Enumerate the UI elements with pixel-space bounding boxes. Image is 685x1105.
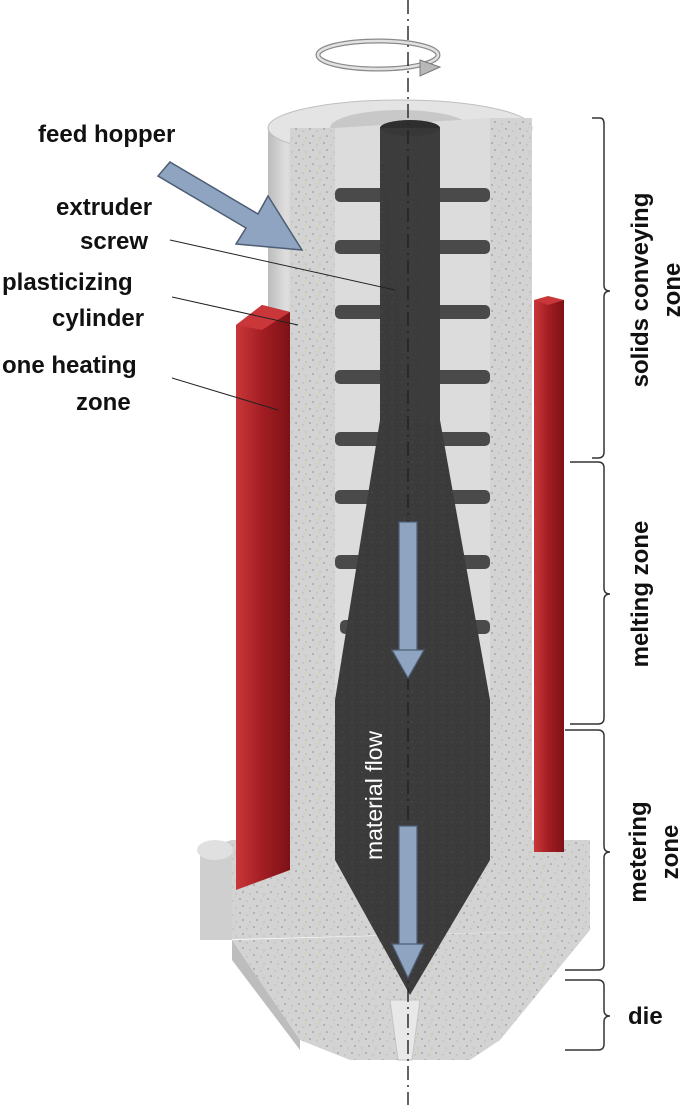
plasticizing-cylinder-label-line2: cylinder [52, 305, 144, 332]
zone-brackets [565, 117, 611, 1051]
die-label: die [628, 1003, 663, 1030]
bracket-metering [565, 729, 611, 971]
feed-hopper-label: feed hopper [38, 121, 175, 148]
bracket-solids-conveying [592, 117, 611, 459]
melting-zone-label: melting zone [627, 521, 654, 668]
extruder-screw-label-line1: extruder [56, 194, 152, 221]
rotation-arrow-icon [315, 38, 442, 77]
material-flow-label: material flow [361, 731, 387, 860]
bracket-die [565, 979, 611, 1051]
solids-conveying-zone-label-line1: solids conveying [627, 193, 654, 388]
heating-zone [236, 296, 564, 890]
metering-zone-label-line1: metering [625, 801, 652, 902]
solids-conveying-zone-label-line2: zone [659, 263, 685, 318]
extruder-screw-label-line2: screw [80, 228, 148, 255]
material-flow-arrow-icon [390, 521, 426, 980]
heating-zone-label-line2: zone [76, 389, 131, 416]
heating-zone-label-line1: one heating [2, 352, 137, 379]
bracket-melting [570, 461, 611, 725]
metering-zone-label-line2: zone [657, 825, 684, 880]
plasticizing-cylinder-label-line1: plasticizing [2, 269, 133, 296]
leader-lines [169, 239, 396, 411]
feed-hopper-arrow-icon [156, 161, 304, 251]
